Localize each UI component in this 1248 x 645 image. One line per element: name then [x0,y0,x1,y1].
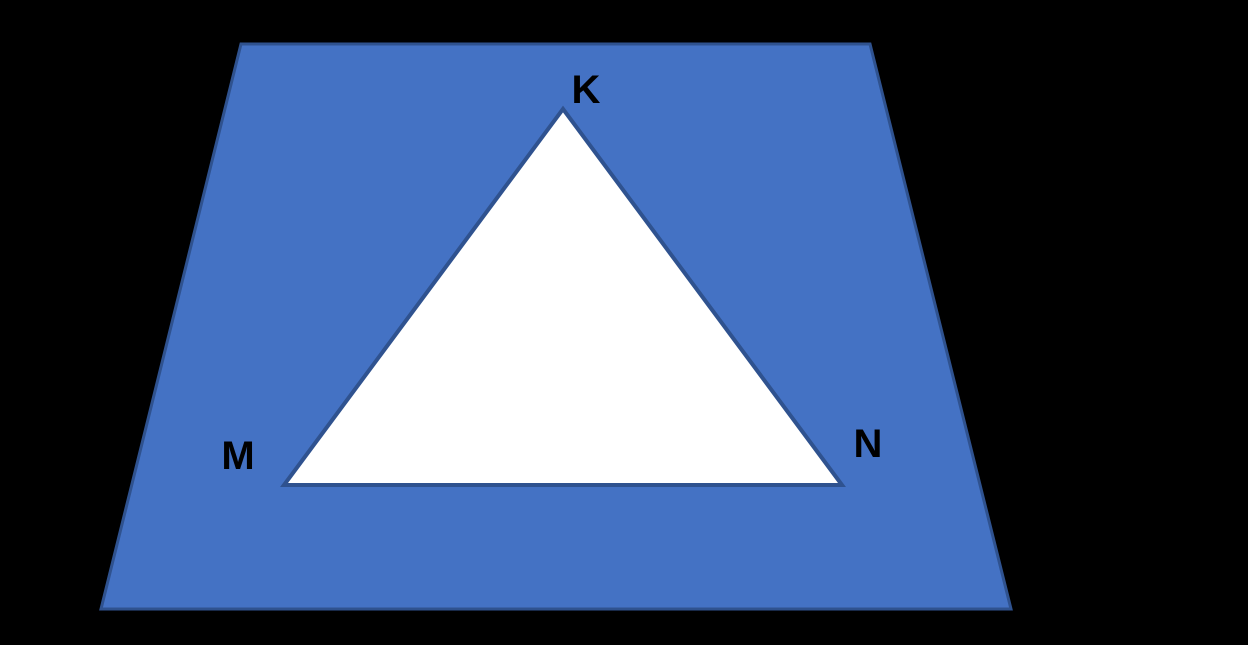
vertex-label-right: N [854,422,883,466]
vertex-label-top: K [572,68,601,112]
triangle-mkn [280,105,846,487]
vertex-label-left: M [221,434,254,478]
